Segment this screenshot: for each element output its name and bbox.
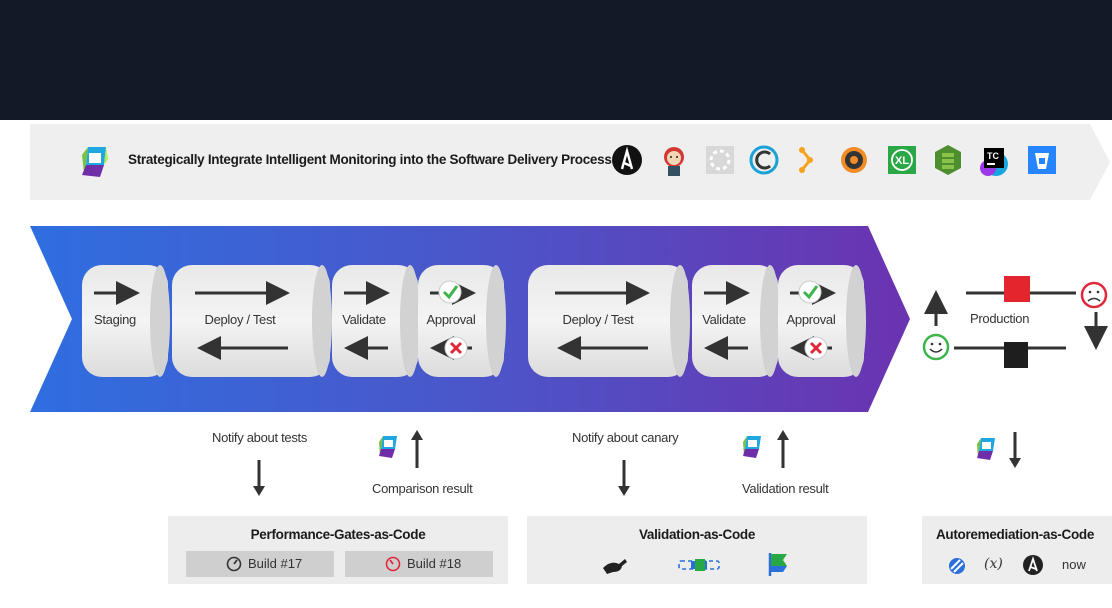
dynatrace-small-icon <box>379 436 397 458</box>
build-17-label: Build #17 <box>248 556 303 571</box>
ansible-icon <box>612 142 644 178</box>
stage-deploy-test-2 <box>528 265 690 377</box>
stage-deploy-test-1 <box>172 265 332 377</box>
gauge-icon <box>226 556 242 572</box>
header-arrow-shape <box>30 124 1110 200</box>
stage-approval-1 <box>418 265 506 377</box>
stage-approval-2 <box>778 265 866 377</box>
panel-performance-gates: Performance-Gates-as-Code Build #17 Buil… <box>168 516 508 584</box>
panel-autoremediation: Autoremediation-as-Code (x) now <box>922 516 1112 584</box>
note-notify-tests: Notify about tests <box>212 430 308 445</box>
up-arrow-icon <box>777 430 789 468</box>
production-diagram <box>922 276 1108 368</box>
production-red-node <box>1004 276 1030 302</box>
flag-icon <box>768 553 787 576</box>
panel-title-validation: Validation-as-Code <box>638 527 756 542</box>
gitlab-pipeline-icon <box>792 142 824 178</box>
gauge-alert-icon <box>385 556 401 572</box>
stage-label-approval-1: Approval <box>426 312 476 327</box>
stage-label-deploy-test-1: Deploy / Test <box>204 312 276 327</box>
aws-codepipeline-icon <box>932 142 964 178</box>
down-arrow-icon <box>618 460 630 496</box>
up-arrow-icon <box>411 430 423 468</box>
header-title: Strategically Integrate Intelligent Moni… <box>128 152 612 167</box>
teamcity-icon: TC <box>978 142 1010 178</box>
panel-title-autoremediation: Autoremediation-as-Code <box>935 527 1095 542</box>
servicenow-now-icon: now <box>1062 557 1086 572</box>
stage-validate-2 <box>692 265 780 377</box>
dynatrace-logo-icon <box>80 145 110 179</box>
stage-label-deploy-test-2: Deploy / Test <box>562 312 634 327</box>
note-validation-result: Validation result <box>742 481 829 496</box>
stage-label-staging: Staging <box>94 312 136 327</box>
dynatrace-small-icon <box>977 438 995 460</box>
ansible-small-icon <box>1023 555 1043 575</box>
sad-face-icon <box>1080 281 1108 309</box>
build-18-badge: Build #18 <box>345 551 493 577</box>
svg-text:TC: TC <box>987 151 999 161</box>
panel-title-performance: Performance-Gates-as-Code <box>250 527 426 542</box>
down-arrow-icon <box>253 460 265 496</box>
build-18-label: Build #18 <box>407 556 462 571</box>
header-banner: Strategically Integrate Intelligent Moni… <box>30 124 1110 200</box>
panel-validation: Validation-as-Code <box>527 516 867 584</box>
svg-text:XL: XL <box>895 155 909 167</box>
production-label: Production <box>970 311 1030 326</box>
stackstorm-icon <box>949 558 965 574</box>
production-dark-node <box>1004 342 1028 368</box>
down-arrow-icon <box>1009 432 1021 468</box>
stage-validate-1 <box>332 265 420 377</box>
canary-bird-icon <box>603 559 627 574</box>
note-comparison-result: Comparison result <box>372 481 473 496</box>
stage-label-validate-1: Validate <box>342 312 386 327</box>
stage-label-approval-2: Approval <box>786 312 836 327</box>
pipeline-arrow <box>30 226 1108 412</box>
jenkins-icon <box>660 142 692 178</box>
stage-staging <box>82 265 170 377</box>
build-17-badge: Build #17 <box>186 551 334 577</box>
happy-face-icon <box>922 333 950 361</box>
feature-toggle-icon <box>678 559 720 571</box>
spinnaker-icon <box>704 142 736 178</box>
variable-function-icon: (x) <box>984 556 1003 572</box>
top-dark-band <box>0 0 1112 120</box>
circleci-icon <box>838 142 870 178</box>
stage-label-validate-2: Validate <box>702 312 746 327</box>
cloudbees-icon <box>748 142 780 178</box>
note-notify-canary: Notify about canary <box>572 430 679 445</box>
bitbucket-icon <box>1026 142 1058 178</box>
dynatrace-small-icon <box>743 436 761 458</box>
xebialabs-xl-icon: XL <box>886 142 918 178</box>
